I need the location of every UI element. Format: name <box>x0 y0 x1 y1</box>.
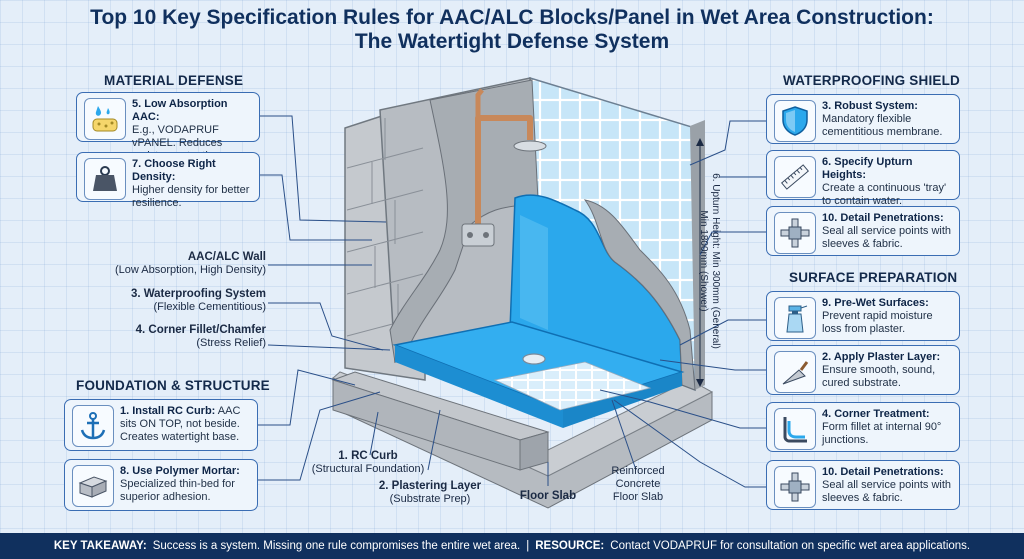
weight-icon <box>84 158 126 200</box>
card-apply-plaster: 2. Apply Plaster Layer:Ensure smooth, so… <box>766 345 960 395</box>
card-body: Mandatory flexible cementitious membrane… <box>822 113 943 138</box>
card-detail-penetrations-top: 10. Detail Penetrations:Seal all service… <box>766 206 960 256</box>
card-title: 3. Robust System: <box>822 100 918 112</box>
card-title: 6. Specify Upturn Heights: <box>822 156 913 181</box>
footer-key-label: KEY TAKEAWAY: <box>53 540 147 552</box>
section-surface-preparation: SURFACE PREPARATION <box>789 270 958 285</box>
pipe-icon <box>774 466 816 508</box>
page-title: Top 10 Key Specification Rules for AAC/A… <box>0 6 1024 54</box>
card-body: Specialized thin-bed for superior adhesi… <box>120 478 235 503</box>
card-title: 4. Corner Treatment: <box>822 408 930 420</box>
callout-name: AAC/ALC Wall <box>187 251 266 263</box>
callout-name: 3. Waterproofing System <box>130 288 266 300</box>
shield-icon <box>774 100 816 142</box>
callout-aac-wall: AAC/ALC Wall (Low Absorption, High Densi… <box>110 251 266 277</box>
callout-line-3: Floor Slab <box>612 491 664 503</box>
card-body: Seal all service points with sleeves & f… <box>822 479 952 504</box>
anchor-icon <box>72 405 114 447</box>
card-body: Prevent rapid moisture loss from plaster… <box>822 310 933 335</box>
pipe-icon <box>774 212 816 254</box>
bricks-icon <box>72 465 114 507</box>
section-foundation-structure: FOUNDATION & STRUCTURE <box>76 378 270 393</box>
card-body: Higher density for better resilience. <box>132 184 250 209</box>
callout-line-1: Reinforced <box>611 465 665 477</box>
card-body: Ensure smooth, sound, cured substrate. <box>822 364 936 389</box>
callout-sub: (Substrate Prep) <box>389 493 471 505</box>
leader-lines <box>258 115 766 488</box>
ruler-icon <box>774 156 816 198</box>
footer-resource-text: Contact VODAPRUF for consultation on spe… <box>610 540 971 552</box>
water-drop-sponge-icon <box>84 98 126 140</box>
floor-tiles <box>493 361 652 411</box>
card-title: 9. Pre-Wet Surfaces: <box>822 297 929 309</box>
section-material-defense: MATERIAL DEFENSE <box>104 73 244 88</box>
footer-resource-label: RESOURCE: <box>535 540 605 552</box>
callout-sub: (Low Absorption, High Density) <box>114 264 266 276</box>
upturn-line-1: 6. Upturn Height: Min 300mm (General) <box>710 173 721 349</box>
card-title: 5. Low Absorption AAC: <box>132 98 228 123</box>
upturn-height-label: 6. Upturn Height: Min 300mm (General) Mi… <box>696 146 722 376</box>
callout-waterproofing-system: 3. Waterproofing System (Flexible Cement… <box>110 288 266 314</box>
callout-sub: (Stress Relief) <box>196 337 266 349</box>
callout-name: 2. Plastering Layer <box>378 480 482 492</box>
callout-sub: (Structural Foundation) <box>311 463 425 475</box>
corner-icon <box>774 408 816 450</box>
card-upturn-heights: 6. Specify Upturn Heights:Create a conti… <box>766 150 960 207</box>
card-body-inline: AAC <box>217 405 241 417</box>
card-detail-penetrations-bottom: 10. Detail Penetrations:Seal all service… <box>766 460 960 510</box>
floor-drain <box>522 353 546 365</box>
card-title: 8. Use Polymer Mortar: <box>120 465 240 477</box>
card-body: Form fillet at internal 90° junctions. <box>822 421 942 446</box>
title-line-2: The Watertight Defense System <box>354 30 670 53</box>
callout-name: 1. RC Curb <box>338 450 398 462</box>
callout-name: 4. Corner Fillet/Chamfer <box>135 324 266 336</box>
card-title: 10. Detail Penetrations: <box>822 212 944 224</box>
card-title: 2. Apply Plaster Layer: <box>822 351 941 363</box>
callout-floor-slab: Floor Slab <box>500 490 596 503</box>
card-body: Seal all service points with sleeves & f… <box>822 225 952 250</box>
spray-bottle-icon <box>774 297 816 339</box>
card-low-absorption: 5. Low Absorption AAC:E.g., VODAPRUF vPA… <box>76 92 260 162</box>
footer-key-text: Success is a system. Missing one rule co… <box>152 540 521 552</box>
footer-separator: | <box>526 540 530 552</box>
callout-line-2: Concrete <box>615 478 661 490</box>
upturn-line-2: Min 1800mm (Shower) <box>698 210 709 312</box>
callout-reinforced-concrete: Reinforced Concrete Floor Slab <box>590 465 686 504</box>
callout-name: Floor Slab <box>519 490 577 502</box>
card-title: 1. Install RC Curb: <box>120 405 216 417</box>
card-robust-system: 3. Robust System:Mandatory flexible ceme… <box>766 94 960 144</box>
trowel-icon <box>774 351 816 393</box>
card-title: 7. Choose Right Density: <box>132 158 216 183</box>
card-choose-density: 7. Choose Right Density:Higher density f… <box>76 152 260 209</box>
card-body: Create a continuous 'tray' to contain wa… <box>822 182 947 207</box>
callout-rc-curb: 1. RC Curb (Structural Foundation) <box>298 450 438 476</box>
card-body: sits ON TOP, not beside. Creates waterti… <box>120 418 240 443</box>
card-corner-treatment: 4. Corner Treatment:Form fillet at inter… <box>766 402 960 452</box>
callout-sub: (Flexible Cementitious) <box>153 301 266 313</box>
footer-bar: KEY TAKEAWAY: Success is a system. Missi… <box>0 533 1024 559</box>
callout-plastering-layer: 2. Plastering Layer (Substrate Prep) <box>360 480 500 506</box>
shower-fixture <box>461 88 547 247</box>
card-polymer-mortar: 8. Use Polymer Mortar:Specialized thin-b… <box>64 459 258 511</box>
card-pre-wet-surfaces: 9. Pre-Wet Surfaces:Prevent rapid moistu… <box>766 291 960 341</box>
title-line-1: Top 10 Key Specification Rules for AAC/A… <box>90 6 934 29</box>
card-title: 10. Detail Penetrations: <box>822 466 944 478</box>
section-waterproofing-shield: WATERPROOFING SHIELD <box>783 73 961 88</box>
callout-corner-fillet: 4. Corner Fillet/Chamfer (Stress Relief) <box>110 324 266 350</box>
